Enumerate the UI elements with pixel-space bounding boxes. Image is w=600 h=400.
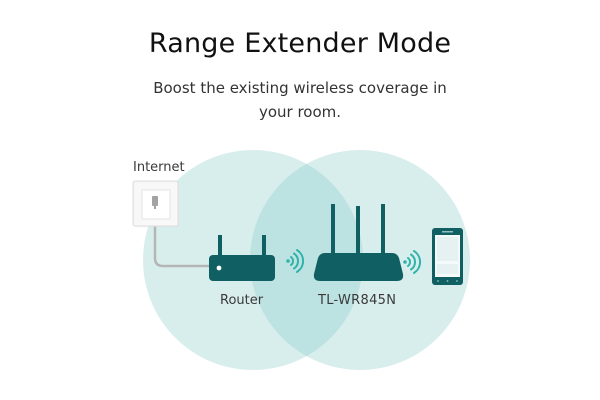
router-icon — [209, 235, 275, 281]
page-title: Range Extender Mode — [148, 28, 452, 59]
wifi-signal-icon — [403, 250, 421, 274]
wall-ethernet-port-icon — [132, 180, 180, 228]
internet-label: Internet — [133, 160, 185, 175]
three-antenna-router-icon — [313, 204, 404, 281]
extender-label: TL-WR845N — [318, 293, 397, 308]
page-subtitle: Boost the existing wireless coverage in … — [153, 79, 447, 121]
ethernet-cable — [153, 205, 212, 268]
router-label: Router — [220, 293, 264, 308]
wifi-signal-icon — [286, 249, 304, 273]
smartphone-icon — [432, 228, 463, 285]
